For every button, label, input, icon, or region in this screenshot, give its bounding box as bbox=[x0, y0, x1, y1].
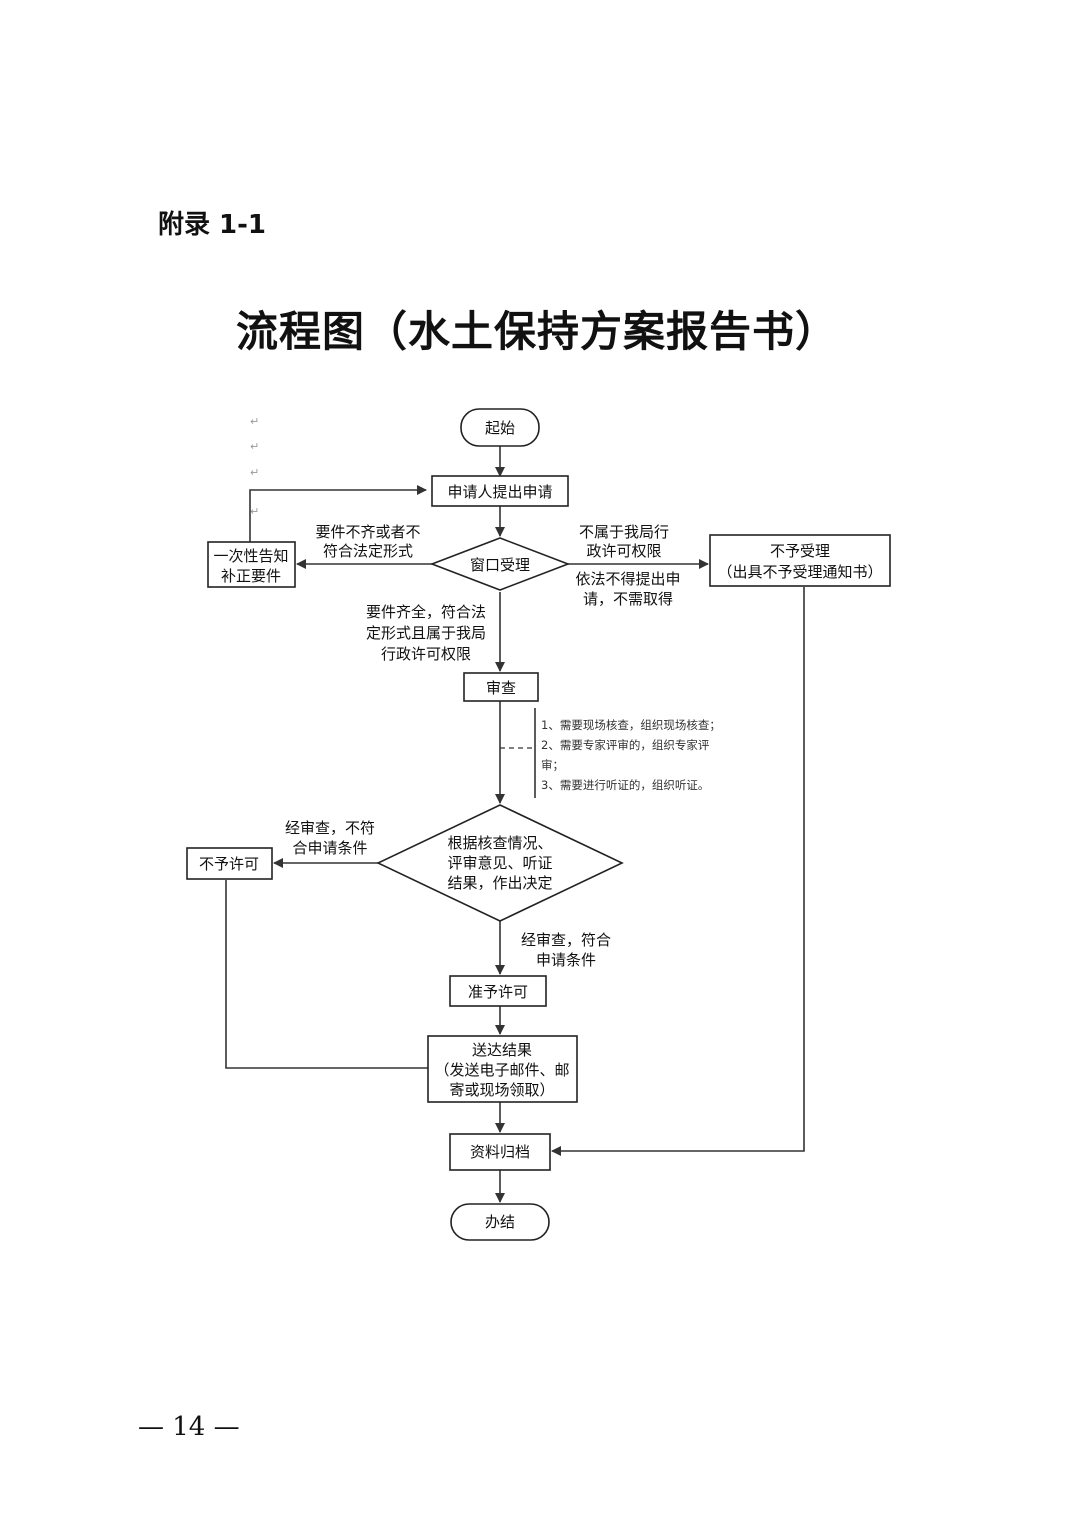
deliver-label: 送达结果 bbox=[472, 1041, 532, 1059]
grant-node bbox=[449, 975, 547, 1007]
edge-notify-apply bbox=[249, 485, 427, 542]
decision-label: 评审意见、听证 bbox=[447, 854, 552, 872]
review-note: 3、需要进行听证的，组织听证。 bbox=[541, 778, 709, 792]
deliver-label: （发送电子邮件、邮 bbox=[434, 1061, 569, 1079]
edge-label-fail: 合申请条件 bbox=[292, 839, 367, 857]
review-note: 2、需要专家评审的，组织专家评 bbox=[541, 738, 710, 752]
paragraph-mark: ↵ bbox=[250, 440, 259, 453]
review-node bbox=[463, 672, 539, 702]
grant-label: 准予许可 bbox=[468, 983, 528, 1001]
start-label: 起始 bbox=[485, 419, 515, 437]
edge-label-complete: 要件齐全，符合法 bbox=[366, 603, 486, 621]
edge-label-out-of-scope: 政许可权限 bbox=[586, 542, 661, 560]
apply-label: 申请人提出申请 bbox=[447, 483, 552, 501]
page-title: 流程图（水土保持方案报告书） bbox=[235, 307, 838, 356]
edge-label-pass: 经审查，符合 bbox=[521, 931, 611, 949]
apply-node bbox=[431, 475, 569, 507]
start-node bbox=[460, 408, 540, 447]
edge-deny-deliver bbox=[225, 880, 428, 1069]
deliver-label: 寄或现场领取） bbox=[449, 1081, 554, 1099]
edge-label-fail: 经审查，不符 bbox=[285, 819, 375, 837]
paragraph-mark: ↵ bbox=[250, 505, 259, 518]
edge-label-pass: 申请条件 bbox=[536, 951, 596, 969]
window-label: 窗口受理 bbox=[470, 556, 530, 574]
edge-label-not-required: 请，不需取得 bbox=[583, 590, 673, 608]
end-node bbox=[450, 1203, 550, 1241]
edge-label-out-of-scope: 不属于我局行 bbox=[579, 523, 669, 541]
decision-node bbox=[376, 804, 624, 922]
review-note: 审； bbox=[541, 758, 564, 772]
paragraph-mark: ↵ bbox=[250, 466, 259, 479]
deny-node bbox=[186, 847, 273, 880]
notify-label: 一次性告知 bbox=[213, 547, 288, 565]
archive-label: 资料归档 bbox=[470, 1143, 530, 1161]
reject-label: 不予受理 bbox=[770, 542, 830, 560]
notify-label: 补正要件 bbox=[221, 567, 281, 585]
notify-node bbox=[207, 541, 296, 588]
reject-node bbox=[709, 534, 891, 587]
edge-label-not-required: 依法不得提出申 bbox=[575, 570, 680, 588]
decision-label: 根据核查情况、 bbox=[447, 834, 552, 852]
decision-label: 结果，作出决定 bbox=[447, 874, 552, 892]
end-label: 办结 bbox=[485, 1213, 515, 1231]
edge-label-complete: 定形式且属于我局 bbox=[366, 624, 486, 642]
reject-label: （出具不予受理通知书） bbox=[717, 563, 882, 581]
edge-label-incomplete: 要件不齐或者不 bbox=[315, 523, 420, 541]
deny-label: 不予许可 bbox=[199, 855, 259, 873]
archive-node bbox=[449, 1133, 551, 1171]
page-number: — 14 — bbox=[138, 1412, 240, 1442]
review-label: 审查 bbox=[486, 679, 516, 697]
appendix-label: 附录 1-1 bbox=[158, 210, 267, 240]
review-note: 1、需要现场核查，组织现场核查； bbox=[541, 718, 721, 732]
edge-label-complete: 行政许可权限 bbox=[381, 645, 471, 663]
edge-label-incomplete: 符合法定形式 bbox=[323, 542, 413, 560]
window-decision bbox=[429, 537, 571, 591]
edge-reject-archive bbox=[551, 587, 805, 1156]
paragraph-mark: ↵ bbox=[250, 415, 259, 428]
deliver-node bbox=[427, 1035, 578, 1103]
